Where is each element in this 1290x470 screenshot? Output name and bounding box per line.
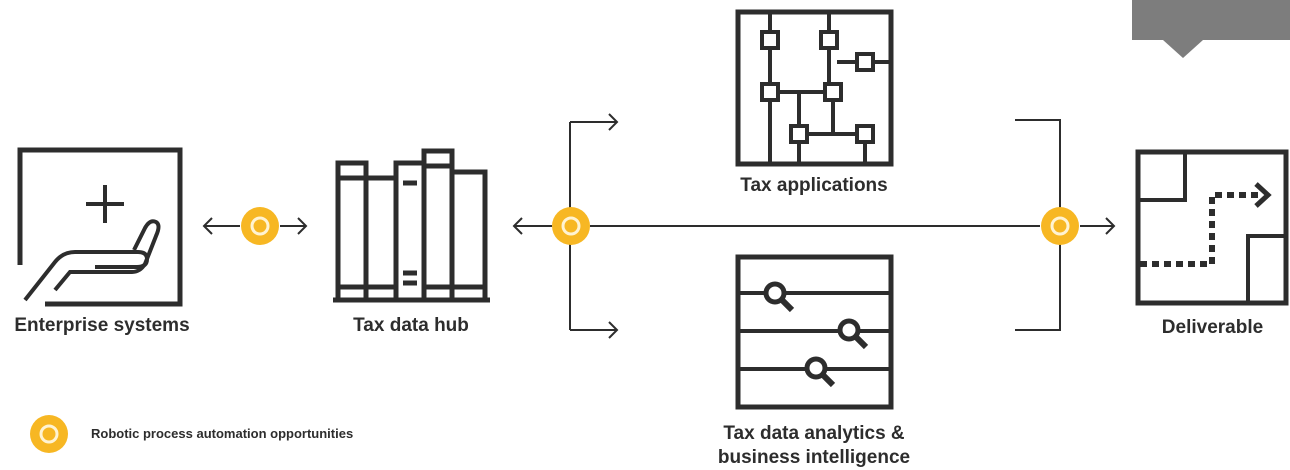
enterprise-systems-label: Enterprise systems <box>14 315 190 336</box>
tax-analytics-label-line1: Tax data analytics & <box>723 423 905 444</box>
deliverable-label: Deliverable <box>1161 317 1264 338</box>
rpa-marker-3 <box>1041 207 1079 245</box>
search-rows-icon <box>735 254 894 410</box>
tax-applications-label: Tax applications <box>740 175 888 196</box>
hand-plus-icon <box>17 147 183 307</box>
tax-data-hub-label: Tax data hub <box>353 315 469 336</box>
corner-tab <box>1132 0 1290 58</box>
tax-analytics-label-line2: business intelligence <box>717 447 911 468</box>
rpa-circle-icon <box>30 415 68 453</box>
path-arrow-icon <box>1135 149 1289 306</box>
connector-lines <box>202 113 1116 339</box>
network-tree-icon <box>735 9 894 167</box>
rpa-marker-1 <box>241 207 279 245</box>
rpa-marker-2 <box>552 207 590 245</box>
binders-icon <box>333 148 490 303</box>
legend-label: Robotic process automation opportunities <box>91 426 354 441</box>
